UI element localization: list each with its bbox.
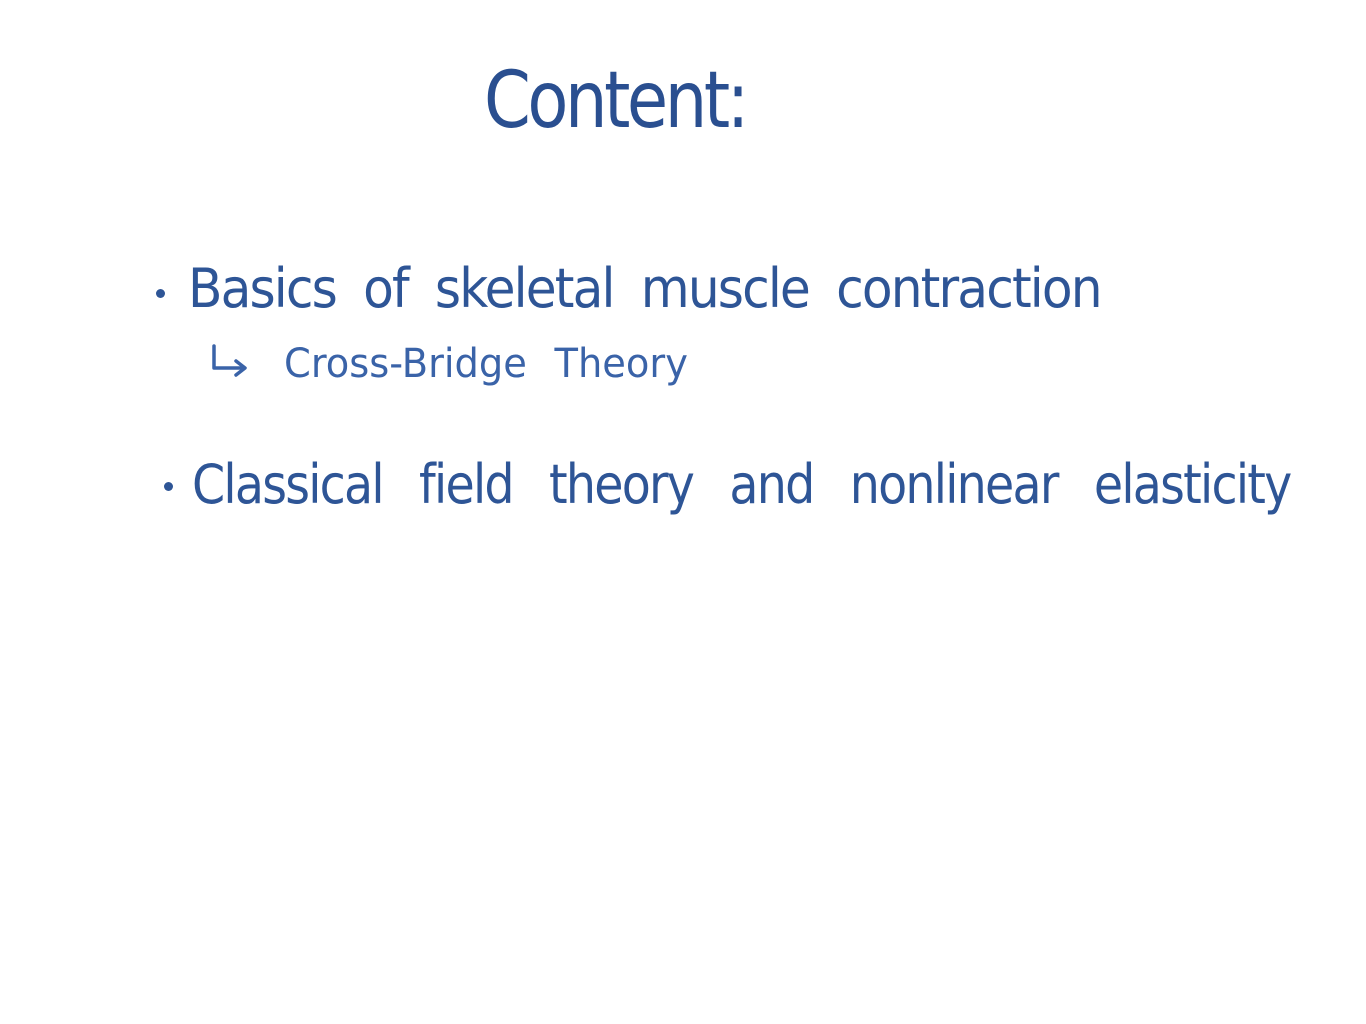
list-item-muscle-contraction: Basics of skeletal muscle contraction <box>188 257 1103 320</box>
list-item-field-theory: Classical field theory and nonlinear ela… <box>192 453 1292 516</box>
hook-arrow-icon <box>212 344 247 377</box>
sub-item-cross-bridge-theory: Cross-Bridge Theory <box>284 341 688 387</box>
bullet-dot-icon <box>164 482 173 491</box>
bullet-dot-icon <box>156 289 165 298</box>
page-title: Content: <box>484 56 749 146</box>
